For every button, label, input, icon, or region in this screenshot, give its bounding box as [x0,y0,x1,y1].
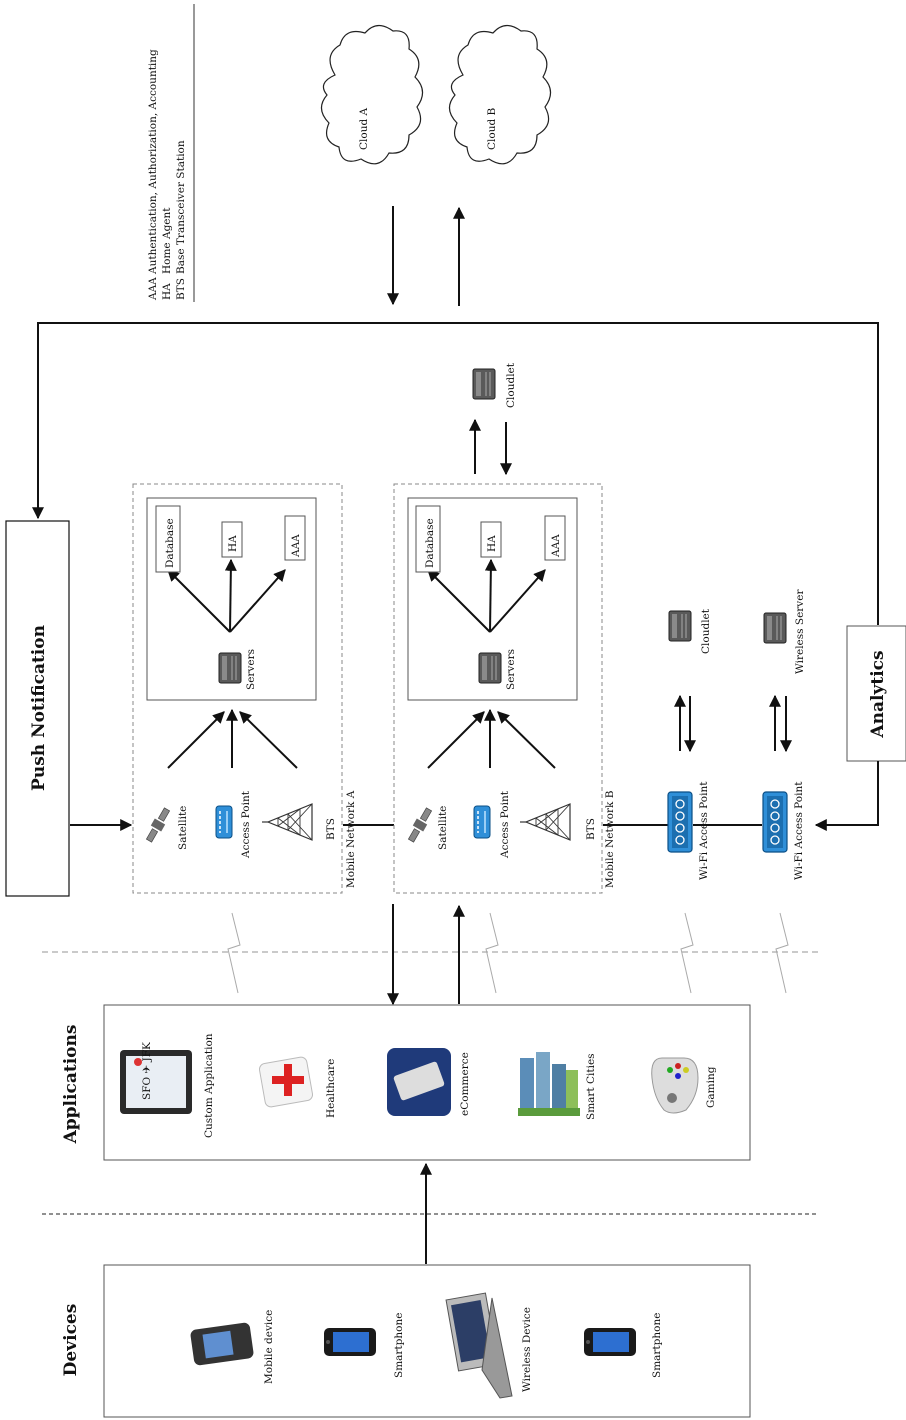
custom-app-icon[interactable]: SFO ✈ JFK [120,1042,192,1114]
wireless-server: Wireless Server [763,589,806,674]
arrow-a-ha [224,558,237,633]
arrow-b-ha [484,558,497,633]
legend-abbr-bts: BTS [175,278,187,300]
cloudlet: Cloudlet [668,608,712,654]
feedback-bus-line [32,322,879,625]
legend-text-bts: Base Transceiver Station [175,140,187,274]
app-label-ecommerce: eCommerce [459,1052,471,1116]
bts-tower-icon [519,803,571,841]
server-icon [668,610,692,642]
network-b-database-label: Database [424,518,436,568]
cloud-b: Cloud B [448,24,552,165]
app-label-smart-cities: Smart Cities [585,1053,597,1120]
custom-app-screen-text: SFO ✈ JFK [141,1042,153,1100]
wifi-access-point-1: Wi-Fi Access Point [667,781,710,880]
wifi-access-point-2: Wi-Fi Access Point [762,781,805,880]
network-a-servers-label: Servers [245,649,257,690]
cloud-b-label: Cloud B [486,107,498,150]
mobile-device-icon[interactable] [190,1322,254,1366]
bts-tower-icon [261,803,313,841]
wireless-bolt-icon [227,912,241,994]
wireless-bolt-icon [680,912,694,994]
arrow-b-db [427,569,491,633]
app-label-healthcare: Healthcare [325,1059,337,1118]
devices-section: Devices Mobile device Smartphone Wireles… [61,1264,751,1418]
cloudlet-top-label: Cloudlet [505,362,517,408]
server-icon [763,612,787,644]
smartphone-icon[interactable] [584,1328,636,1356]
network-a-satellite-label: Satellite [177,806,189,850]
network-a-access-point-label: Access Point [240,790,252,859]
network-a-database-label: Database [164,518,176,568]
legend-abbr-ha: HA [161,283,173,300]
device-label-wireless: Wireless Device [521,1307,533,1392]
satellite-icon [143,806,173,844]
push-notification-label: Push Notification [29,625,49,791]
laptop-icon[interactable] [445,1292,513,1399]
analytics-box[interactable]: Analytics [846,625,906,762]
wireless-link-bolts [227,912,789,994]
analytics-to-wifi-arrow [814,761,879,831]
legend-text-aaa: Authentication, Authorization, Accountin… [147,49,159,275]
cloud-a-label: Cloud A [358,107,370,150]
device-label-smartphone-1: Smartphone [393,1313,405,1378]
device-label-mobile: Mobile device [263,1310,275,1384]
arrow-a-db [167,569,231,633]
cloud-a: Cloud A [320,24,424,165]
server-icon [472,368,496,400]
smartphone-icon[interactable] [324,1328,376,1356]
wifi-router-icon [667,791,693,853]
smart-cities-icon[interactable] [518,1052,580,1116]
network-b-access-point-label: Access Point [499,790,511,859]
cloudlet-label: Cloudlet [700,608,712,654]
applications-title: Applications [61,1025,81,1145]
network-b-aaa-label: AAA [550,534,562,558]
gaming-controller-icon[interactable] [651,1057,699,1114]
network-a-name: Mobile Network A [345,790,357,888]
arrow-b-sat-up [427,711,485,769]
push-notification-box[interactable]: Push Notification [5,520,70,897]
network-b-satellite-label: Satellite [437,806,449,850]
ecommerce-icon[interactable] [387,1048,451,1116]
network-a-aaa-label: AAA [290,534,302,558]
wireless-server-label: Wireless Server [794,589,806,674]
legend-abbr-aaa: AAA [147,277,159,301]
wifi-router-icon [762,791,788,853]
wifi-1-label: Wi-Fi Access Point [698,781,710,880]
analytics-label: Analytics [868,650,888,738]
arrow-b-bts-up [497,711,556,769]
server-icon [218,652,242,684]
wifi-2-label: Wi-Fi Access Point [793,781,805,880]
mobile-network-a: Servers Database HA AAA Satellite Access… [132,483,357,894]
arrow-b-aaa [489,569,546,633]
access-point-icon [215,805,233,839]
device-label-smartphone-2: Smartphone [651,1313,663,1378]
healthcare-icon[interactable] [258,1056,314,1108]
legend: AAA Authentication, Authorization, Accou… [147,4,195,302]
arrow-a-bts-up [239,711,298,769]
server-icon [478,652,502,684]
network-b-ha-label: HA [486,535,498,552]
devices-title: Devices [61,1304,81,1377]
mobile-network-b: Servers Database HA AAA Satellite Access… [393,483,616,894]
cloudlet-top: Cloudlet [472,362,517,408]
network-b-servers-label: Servers [505,649,517,690]
wireless-bolt-icon [775,912,789,994]
network-a-ha-label: HA [227,535,239,552]
arrow-a-sat-up [167,711,225,769]
app-label-gaming: Gaming [705,1066,717,1108]
legend-text-ha: Home Agent [161,207,173,274]
wireless-bolt-icon [485,912,499,994]
access-point-icon [473,805,491,839]
network-a-bts-label: BTS [325,818,337,840]
satellite-icon [405,806,435,844]
network-b-name: Mobile Network B [604,790,616,888]
applications-section: Applications SFO ✈ JFK Custom Applicatio… [61,1004,751,1161]
network-b-bts-label: BTS [585,818,597,840]
arrow-a-aaa [229,569,286,633]
app-label-custom: Custom Application [203,1033,215,1138]
